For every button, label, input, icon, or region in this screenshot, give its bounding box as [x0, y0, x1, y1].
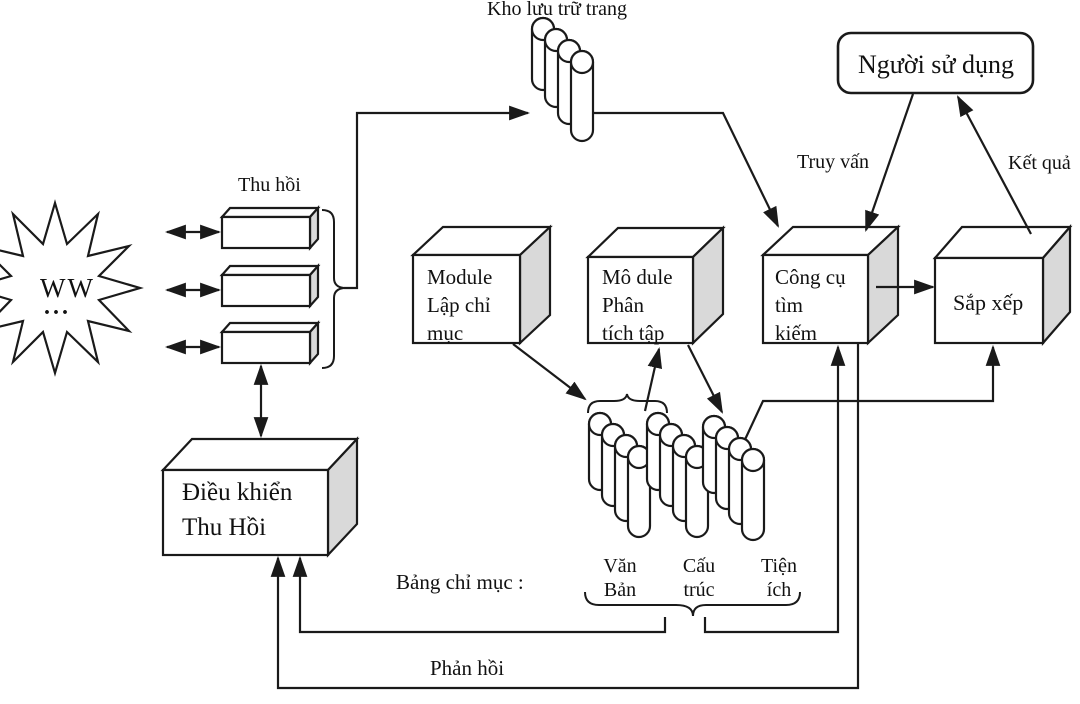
user-box: [836, 31, 1035, 95]
structure-index-stack: [645, 411, 710, 539]
feedback-label: Phản hồi: [430, 656, 504, 680]
analysis-module-label-line2: Phân: [602, 293, 645, 317]
utility-index-label-line1: Tiện: [761, 555, 797, 577]
crawler-box-1: [219, 205, 321, 251]
ranking-label: Sắp xếp: [953, 290, 1023, 315]
edge-index-to-control: [292, 555, 667, 634]
edge-user-query: [864, 93, 915, 232]
index-table-caption: Bảng chỉ mục :: [396, 570, 524, 594]
edge-ranking-result: [957, 95, 1032, 235]
crawler-group-label: Thu hồi: [238, 174, 301, 196]
indexing-module-box: [410, 224, 553, 346]
result-label: Kết quả: [1008, 152, 1071, 174]
crawler-box-2: [219, 263, 321, 309]
edge-utility-index-to-ranking: [741, 344, 1001, 447]
analysis-module-box: [585, 225, 726, 346]
index-tables-brace: [584, 591, 801, 617]
edge-text-index-to-analysis: [643, 346, 663, 412]
analysis-module-label-line1: Mô dule: [602, 265, 673, 289]
indexing-module-label-line1: Module: [427, 265, 492, 289]
edge-index-to-search: [703, 344, 846, 634]
search-engine-label-line2: tìm: [775, 293, 803, 317]
starburst-shape: [0, 199, 144, 377]
user-label: Người sử dụng: [858, 50, 1014, 79]
text-index-label-line1: Văn: [603, 555, 636, 577]
search-engine-label-line3: kiếm: [775, 321, 817, 345]
text-index-brace: [587, 393, 668, 414]
edge-crawlers-to-repository: [344, 105, 531, 290]
analysis-module-label-line3: tích tập: [602, 321, 664, 345]
crawl-control-label-line2: Thu Hồi: [182, 514, 266, 541]
structure-index-label-line2: trúc: [683, 579, 714, 601]
www-ellipsis: ...: [44, 294, 71, 320]
text-index-label-line2: Bản: [604, 579, 636, 601]
structure-index-label-line1: Cấu: [683, 555, 715, 577]
text-index-stack: [587, 411, 652, 539]
www-label: WW: [40, 273, 95, 303]
edge-repository-to-search: [585, 111, 779, 228]
search-engine-box: [760, 224, 901, 346]
indexing-module-label-line3: mục: [427, 321, 463, 345]
www-starburst: [0, 199, 144, 377]
crawler-box-3: [219, 320, 321, 366]
edge-indexing-to-text-index: [512, 343, 587, 401]
edge-feedback-search-to-control: [270, 344, 860, 690]
search-engine-label-line1: Công cụ: [775, 265, 846, 289]
utility-index-stack: [701, 414, 766, 542]
ranking-box: [932, 224, 1073, 346]
crawler-group-brace: [321, 209, 345, 369]
page-repository-cylinders: [530, 16, 595, 143]
utility-index-label-line2: ích: [767, 579, 791, 601]
page-repository-label: Kho lưu trữ trang: [487, 0, 627, 20]
query-label: Truy vấn: [797, 151, 869, 173]
crawl-control-label-line1: Điều khiển: [182, 479, 293, 506]
indexing-module-label-line2: Lập chỉ: [427, 293, 491, 317]
edge-analysis-to-utility-index: [687, 344, 723, 414]
crawl-control-box: [160, 436, 360, 558]
